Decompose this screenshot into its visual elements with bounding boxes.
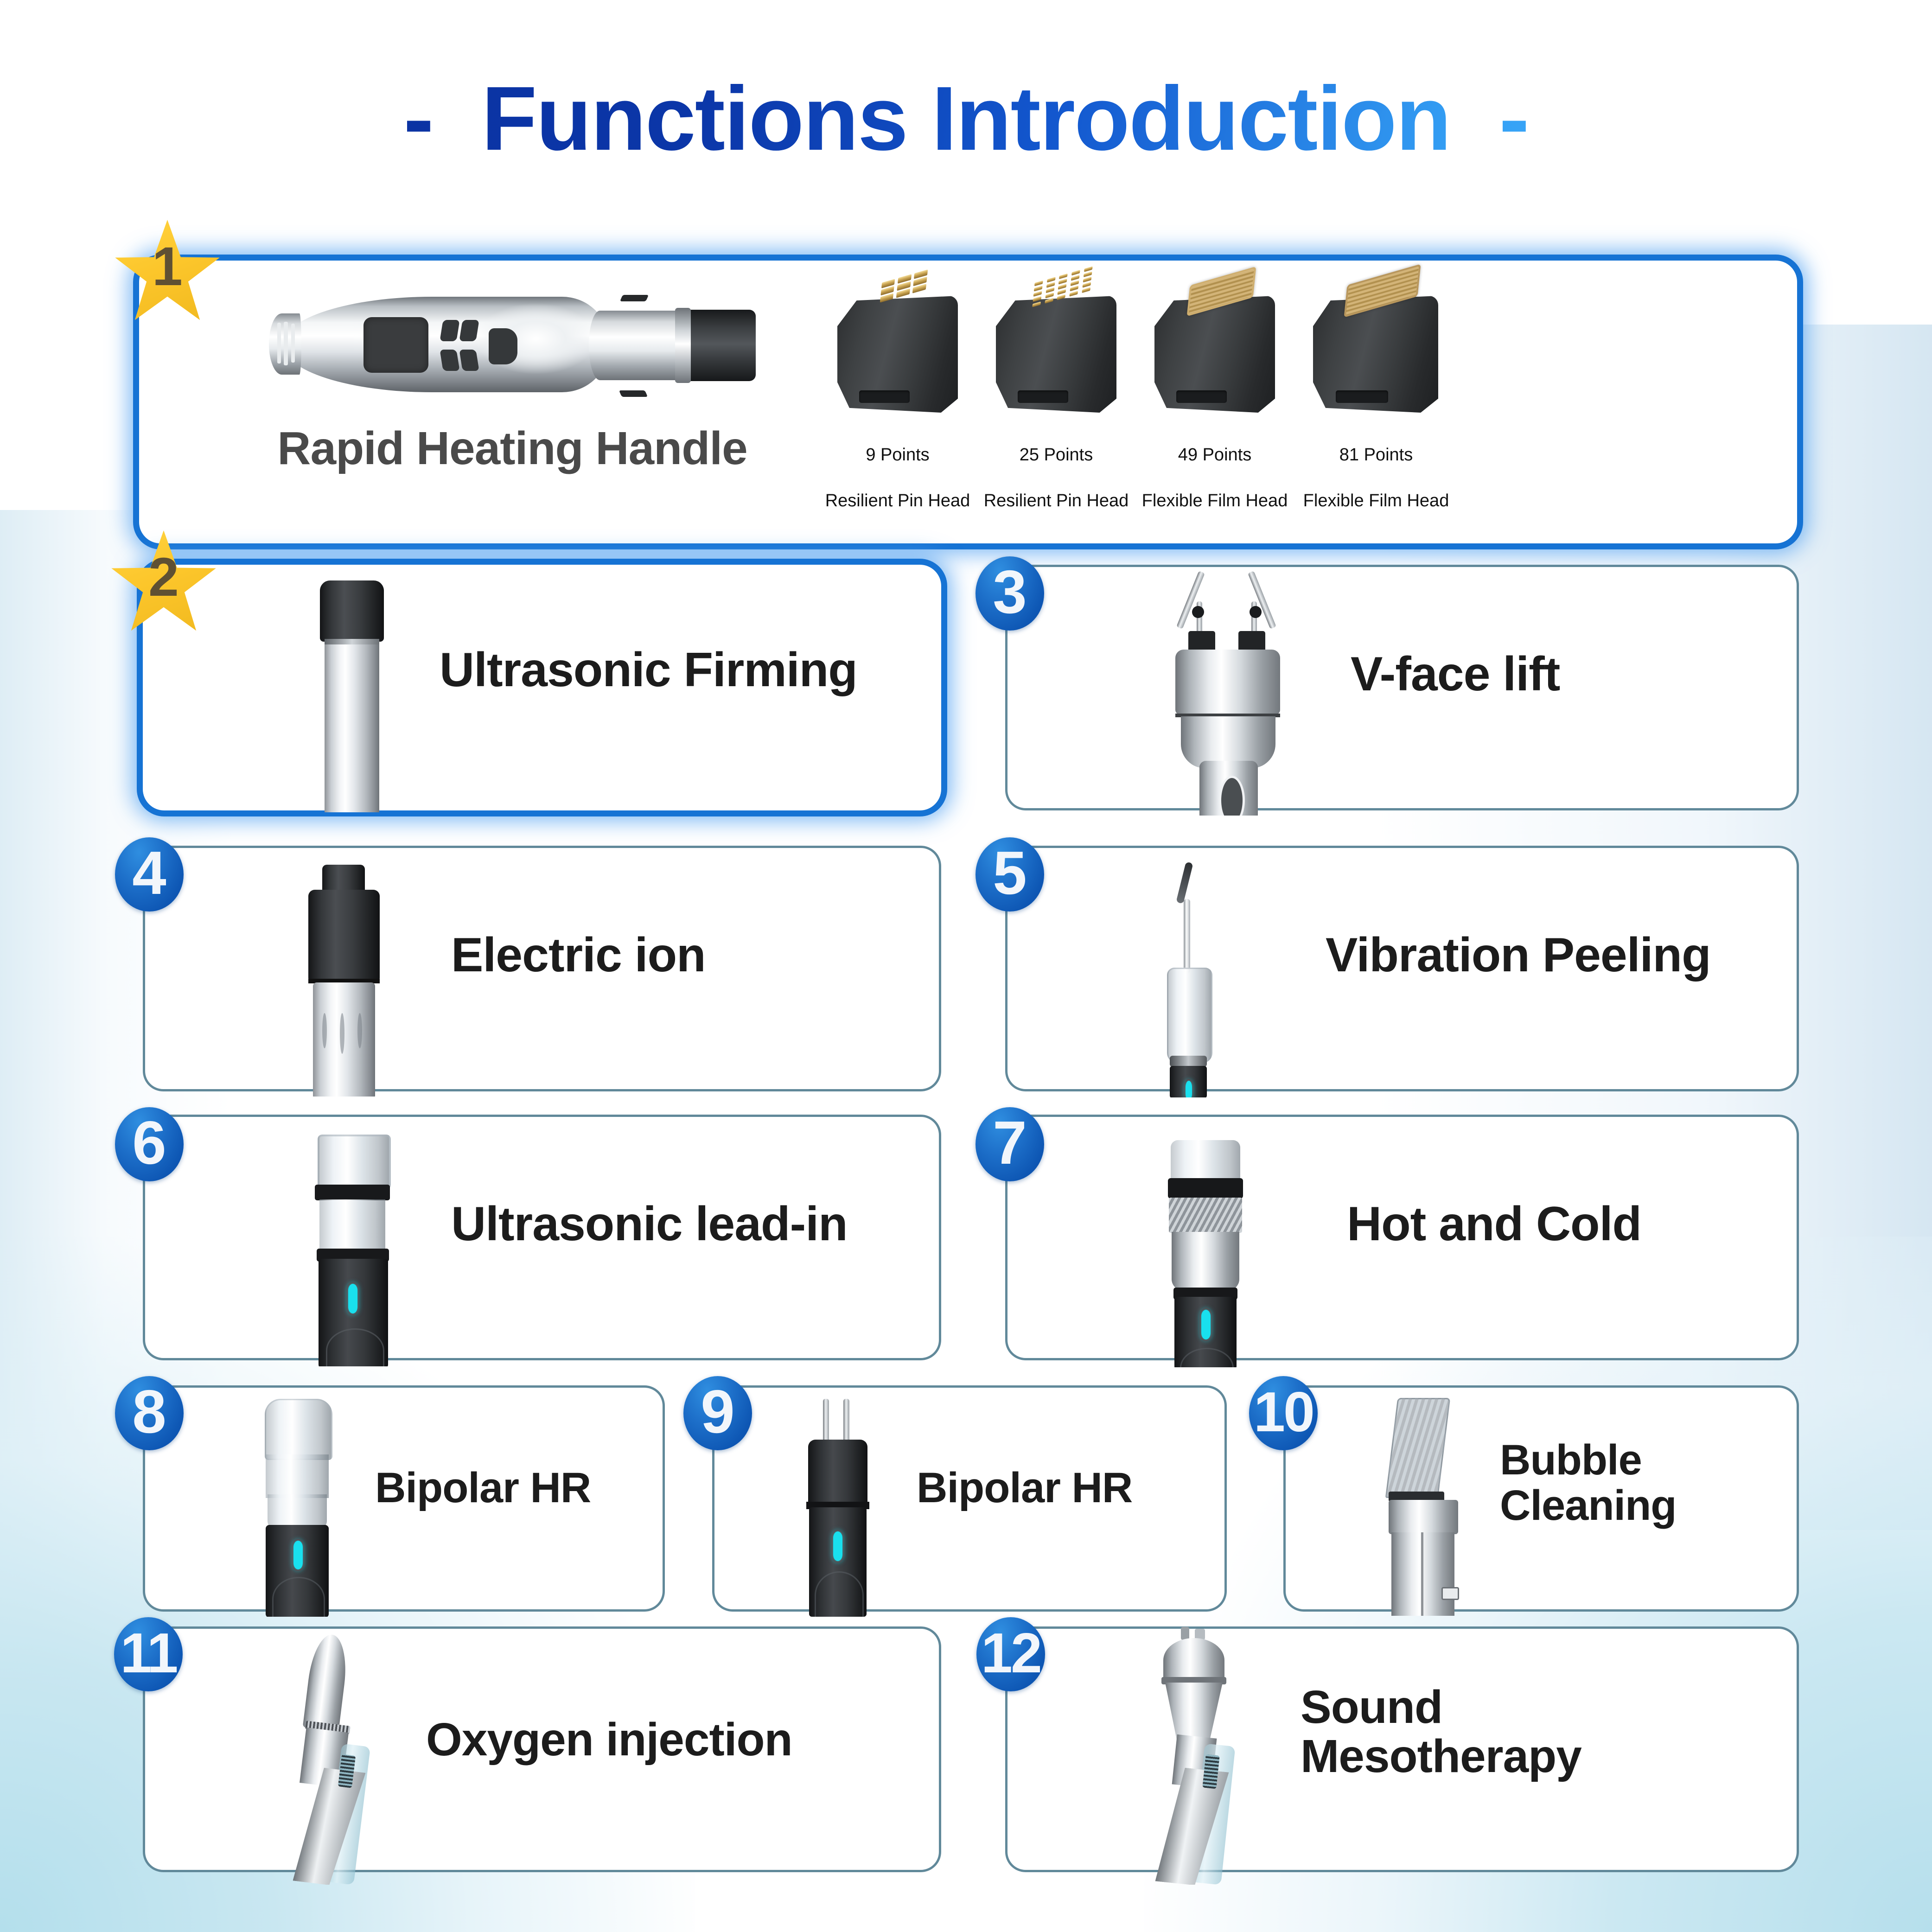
tip-head-81-points [1313, 264, 1438, 413]
badge-10-number: 10 [1254, 1380, 1315, 1443]
panel-7-label: Hot and Cold [1347, 1197, 1642, 1251]
tip-caption-9-points: 9 Points Resilient Pin Head [805, 421, 990, 513]
panel-12-label: Sound Mesotherapy [1301, 1681, 1582, 1782]
tip-caption-line1: 49 Points [1178, 445, 1252, 465]
device-vibration-peeling-probe [1127, 856, 1275, 1097]
badge-3-number: 3 [993, 558, 1027, 626]
device-oxygen-injection-probe [252, 1616, 419, 1885]
panel-bipolar-hr-dome[interactable]: Bipolar HR [143, 1385, 665, 1617]
tip-head-49-points [1154, 266, 1275, 413]
panel-8-label: Bipolar HR [375, 1464, 591, 1511]
tip-caption-25-points: 25 Points Resilient Pin Head [963, 421, 1149, 513]
device-ultrasonic-lead-in-probe [278, 1135, 431, 1366]
device-bipolar-hr-dome-probe [229, 1399, 368, 1617]
device-sound-mesotherapy-probe [1113, 1616, 1280, 1885]
panel-6-label: Ultrasonic lead-in [451, 1197, 848, 1251]
tip-head-9-points [837, 269, 958, 413]
panel-10-label: Bubble Cleaning [1500, 1436, 1677, 1529]
panel-bipolar-hr-prong[interactable]: Bipolar HR [712, 1385, 1227, 1617]
badge-5: 5 [976, 837, 1044, 912]
panel-vibration-peeling[interactable]: Vibration Peeling [1005, 846, 1799, 1097]
tip-head-25-points [996, 266, 1116, 413]
device-ultrasonic-firming-probe [282, 580, 421, 812]
tip-caption-line2: Flexible Film Head [1303, 491, 1449, 511]
badge-9-number: 9 [701, 1377, 735, 1446]
panel-electric-ion[interactable]: Electric ion [143, 846, 941, 1097]
panel-bubble-cleaning[interactable]: Bubble Cleaning [1283, 1385, 1799, 1616]
tip-caption-line2: Resilient Pin Head [983, 491, 1129, 511]
tip-caption-81-points: 81 Points Flexible Film Head [1283, 421, 1469, 513]
badge-1-number: 1 [152, 236, 183, 297]
badge-11: 11 [114, 1617, 183, 1691]
badge-11-number: 11 [120, 1621, 179, 1684]
device-bubble-cleaning-probe [1355, 1398, 1485, 1616]
panel-9-label: Bipolar HR [917, 1464, 1133, 1511]
panel-4-label: Electric ion [451, 928, 706, 982]
badge-7-number: 7 [993, 1109, 1027, 1177]
badge-6-number: 6 [132, 1109, 166, 1177]
device-v-face-lift-probe [1133, 561, 1327, 816]
badge-4: 4 [115, 837, 184, 912]
badge-10: 10 [1249, 1376, 1318, 1450]
device-electric-ion-probe [280, 865, 428, 1097]
panel-2-label: Ultrasonic Firming [440, 643, 858, 697]
panel-oxygen-injection[interactable]: Oxygen injection [143, 1626, 941, 1885]
badge-8-number: 8 [132, 1377, 166, 1446]
badge-5-number: 5 [993, 839, 1027, 907]
panel-sound-mesotherapy[interactable]: Sound Mesotherapy [1005, 1626, 1799, 1885]
panel-1-label: Rapid Heating Handle [277, 422, 747, 474]
badge-6: 6 [115, 1107, 184, 1181]
device-hot-and-cold-probe [1129, 1140, 1282, 1367]
badge-4-number: 4 [132, 839, 166, 907]
panel-v-face-lift[interactable]: V-face lift [1005, 565, 1799, 816]
panel-3-label: V-face lift [1351, 647, 1560, 701]
badge-3: 3 [976, 556, 1044, 631]
panel-hot-and-cold[interactable]: Hot and Cold [1005, 1115, 1799, 1367]
badge-12-number: 12 [981, 1621, 1042, 1684]
tip-caption-line2: Flexible Film Head [1141, 491, 1288, 511]
badge-12: 12 [976, 1617, 1045, 1691]
tip-caption-49-points: 49 Points Flexible Film Head [1122, 421, 1307, 513]
panel-ultrasonic-lead-in[interactable]: Ultrasonic lead-in [143, 1115, 941, 1366]
panel-rapid-heating-handle[interactable]: Rapid Heating Handle [139, 261, 1797, 543]
badge-2-number: 2 [148, 547, 179, 608]
tip-caption-line1: 81 Points [1339, 445, 1413, 465]
page-title: - Functions Introduction - [0, 73, 1932, 164]
panel-ultrasonic-firming[interactable]: Ultrasonic Firming [143, 565, 941, 812]
tip-caption-line1: 25 Points [1019, 445, 1093, 465]
badge-9: 9 [683, 1376, 752, 1450]
badge-7: 7 [976, 1107, 1044, 1181]
device-bipolar-hr-prong-probe [777, 1399, 916, 1617]
badge-8: 8 [115, 1376, 184, 1450]
panel-5-label: Vibration Peeling [1326, 928, 1711, 982]
tip-caption-line2: Resilient Pin Head [825, 491, 970, 511]
tip-caption-line1: 9 Points [866, 445, 930, 465]
panel-11-label: Oxygen injection [426, 1714, 793, 1766]
device-rapid-heating-handle [269, 280, 760, 414]
